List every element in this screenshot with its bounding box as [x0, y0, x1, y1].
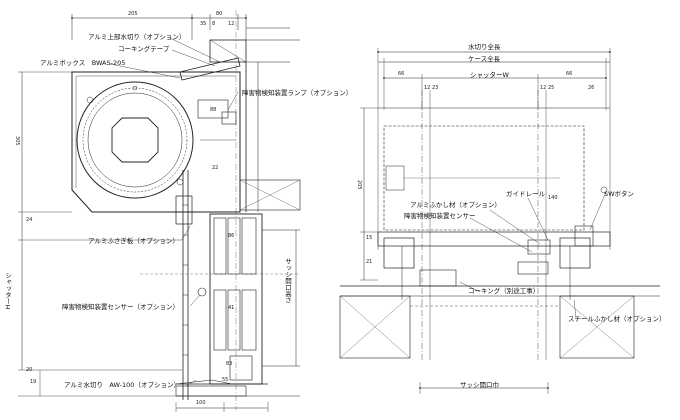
dim-19: 19 — [30, 379, 37, 385]
dim-205-top: 205 — [128, 11, 138, 17]
label-alumi-fukashi: アルミふかし材（オプション） — [410, 201, 501, 209]
dim-55: 55 — [222, 377, 229, 383]
label-alumi-drip-bottom: アルミ水切り AW-100（オプション） — [64, 381, 180, 389]
dim-66-left: 66 — [398, 71, 405, 77]
dim-66-right: 66 — [566, 71, 573, 77]
dim-arrows — [71, 17, 611, 389]
dim-26: 26 — [588, 85, 595, 91]
dim-205-right: 205 — [356, 180, 362, 190]
label-caulking-tape: コーキングテープ — [118, 45, 170, 53]
dim-35: 35 — [200, 21, 207, 27]
dim-86: 86 — [228, 233, 235, 239]
dim-12-left: 12 — [424, 85, 431, 91]
label-obstacle-lamp: 障害物検知装置ランプ（オプション） — [242, 89, 353, 97]
dim-12-right: 12 — [540, 85, 547, 91]
label-shutter-w: シャッターW — [470, 71, 509, 79]
label-case-full-length: ケース全長 — [468, 55, 501, 63]
label-drip-full-length: 水切り全長 — [468, 43, 501, 51]
label-switch-button: SWボタン — [604, 190, 635, 198]
dim-140: 140 — [548, 195, 558, 201]
dim-8: 8 — [212, 21, 216, 27]
label-caulking-separate: コーキング（別途工事） — [468, 287, 540, 295]
label-alumi-top-drip: アルミ上部水切り（オプション） — [88, 33, 186, 41]
dim-24: 24 — [26, 217, 33, 223]
right-section-linework — [339, 48, 660, 394]
dim-80-top: 80 — [216, 11, 223, 17]
label-obstacle-sensor-left: 障害物検知装置センサー（オプション） — [62, 303, 179, 311]
label-obstacle-sensor-right: 障害物検知装置センサー — [404, 212, 476, 220]
label-steel-fukashi: スチールふかし材（オプション） — [568, 315, 666, 323]
dim-15: 15 — [366, 235, 373, 241]
label-alumi-cover: アルミふさぎ板（オプション） — [88, 237, 179, 245]
dim-83: 83 — [226, 361, 233, 367]
dim-20: 20 — [26, 367, 33, 373]
label-shutter-h: シャッターH — [3, 272, 12, 310]
label-guide-rail: ガイドレール — [506, 190, 545, 198]
dim-305: 305 — [14, 136, 20, 146]
dim-12: 12 — [228, 21, 235, 27]
dim-25: 25 — [548, 85, 555, 91]
dim-23: 23 — [432, 85, 439, 91]
left-section-linework — [18, 10, 301, 412]
dim-41: 41 — [228, 305, 235, 311]
label-sash-opening-h: サッシ開口高さ — [283, 258, 292, 304]
dim-100: 100 — [196, 400, 206, 406]
dim-21: 21 — [366, 259, 373, 265]
label-sash-opening-w: サッシ開口巾 — [460, 381, 499, 389]
dim-88: 88 — [210, 107, 217, 113]
label-alumi-box: アルミボックス BWAS-205 — [40, 59, 126, 67]
dim-22: 22 — [212, 165, 219, 171]
